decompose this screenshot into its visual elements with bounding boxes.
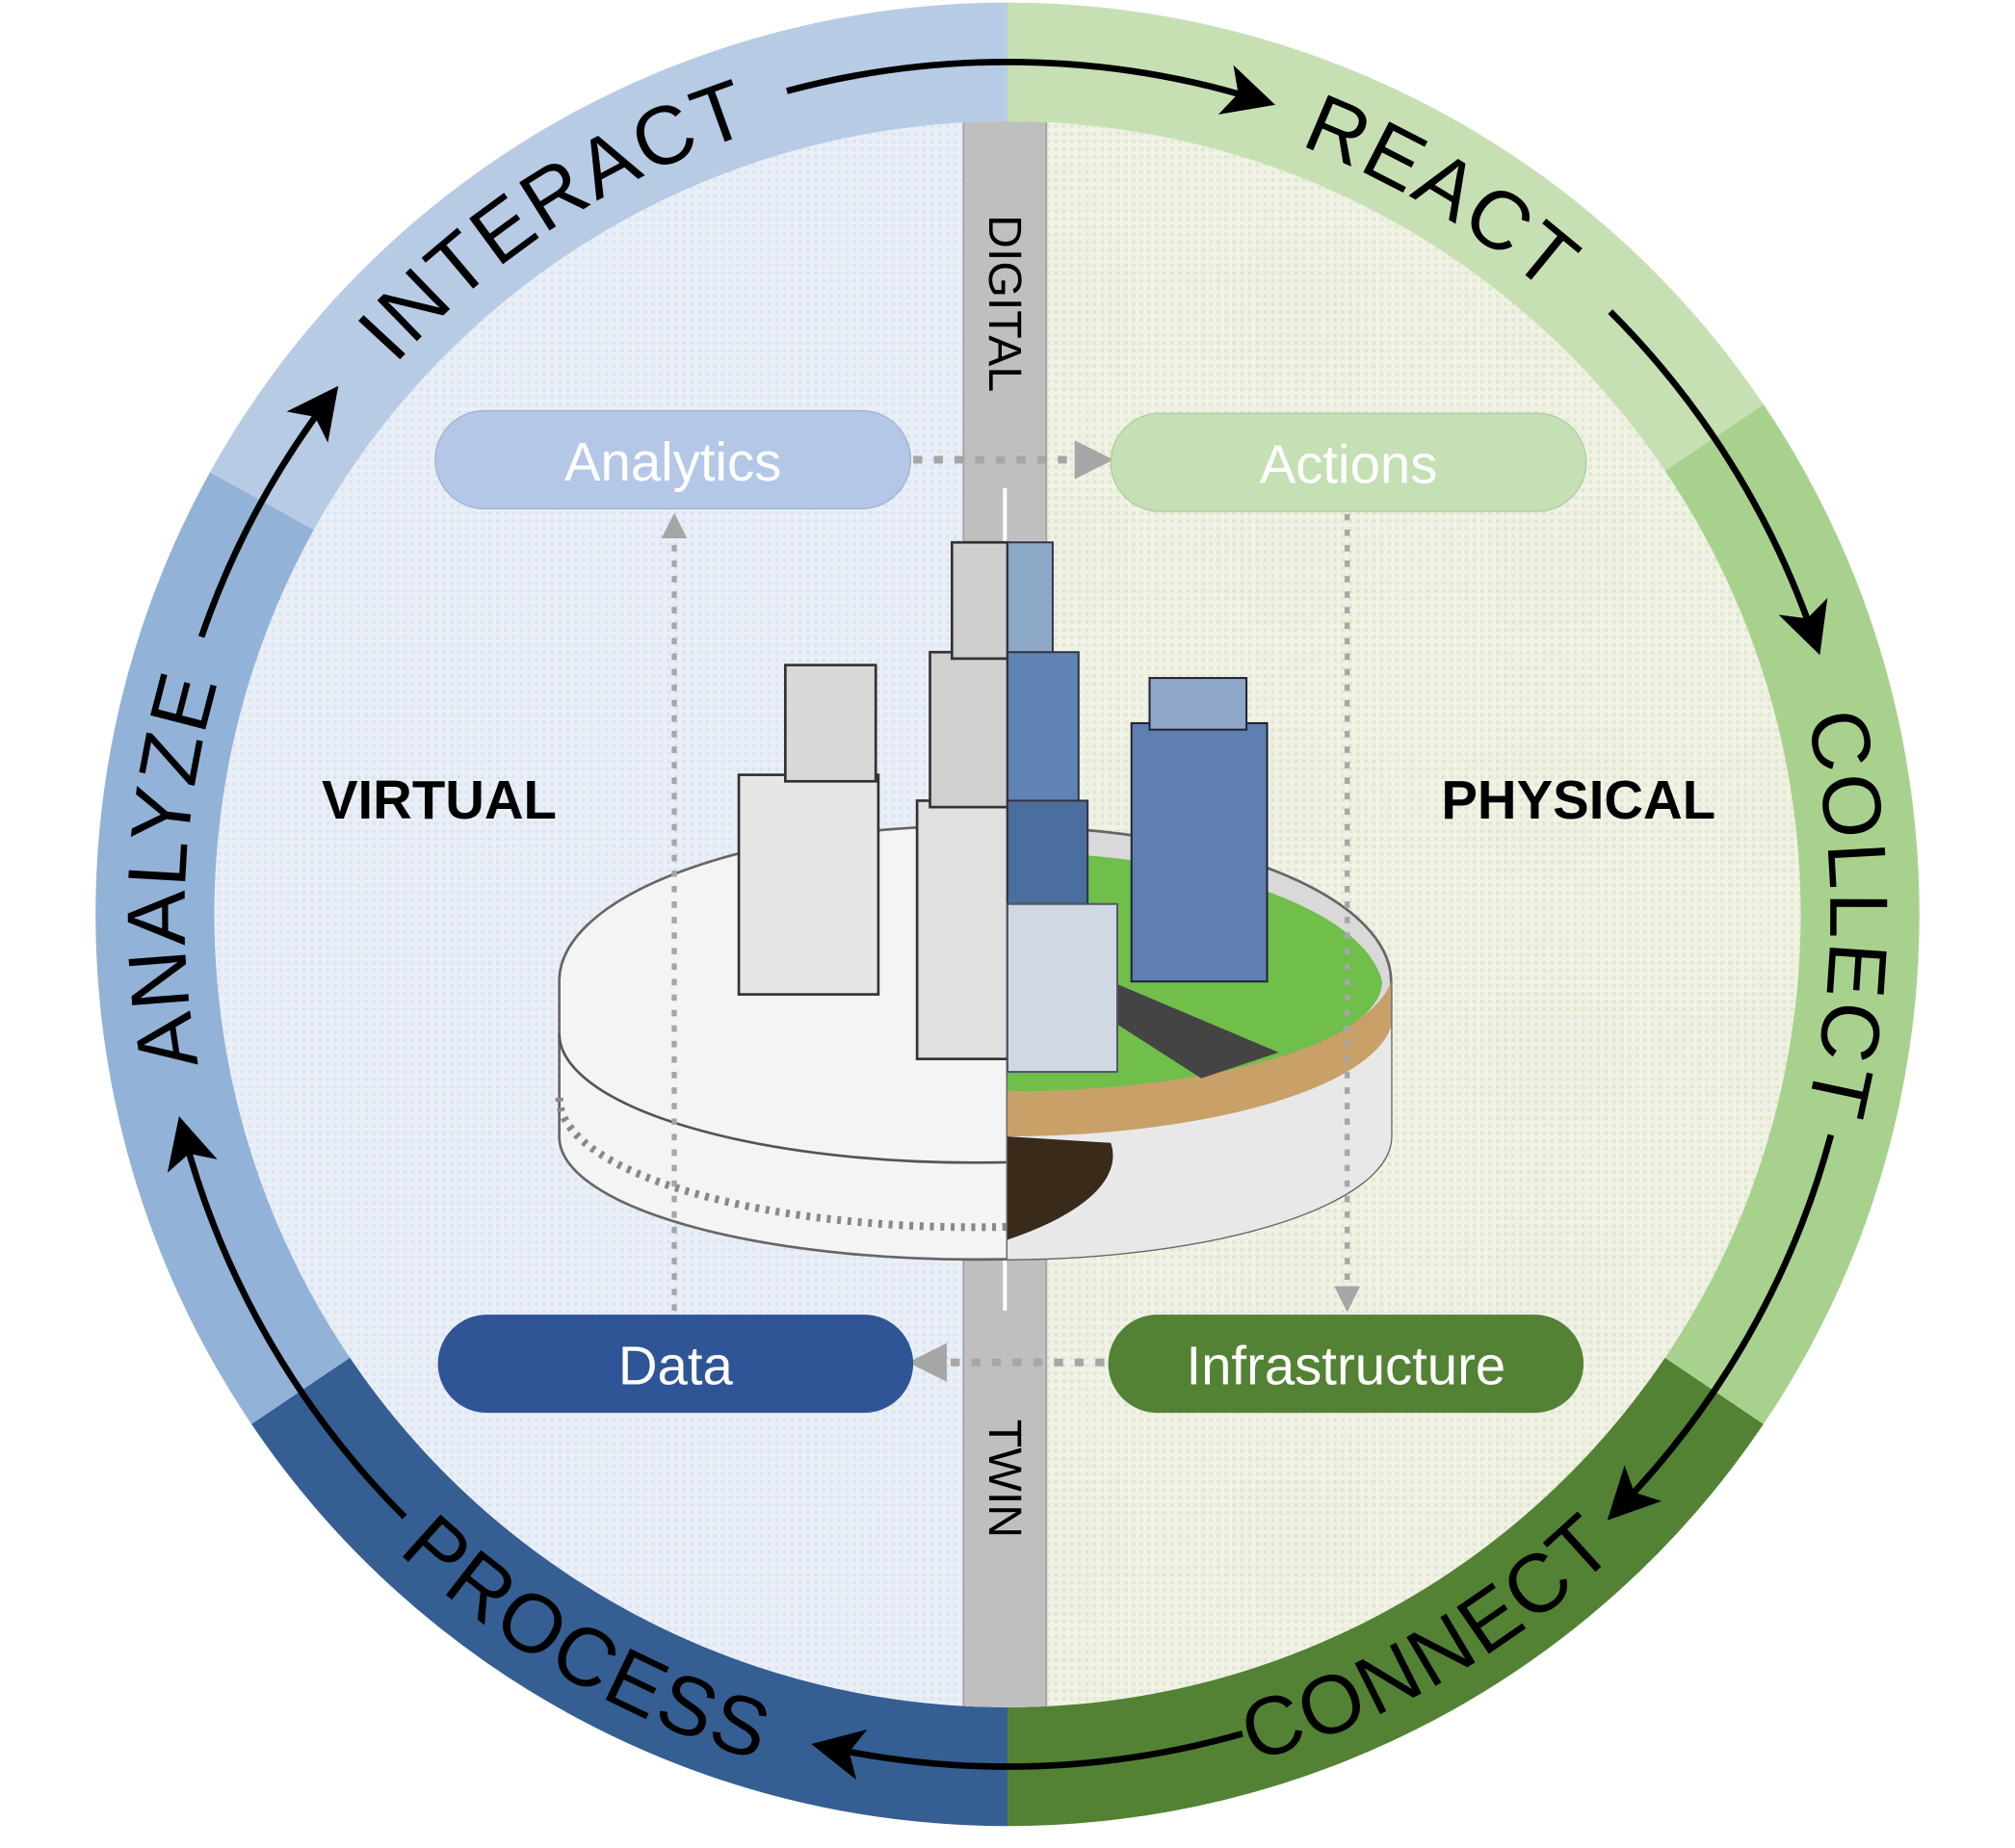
physical-label: PHYSICAL	[1441, 769, 1715, 830]
cycle-ring	[95, 2, 1920, 1827]
virtual-label: VIRTUAL	[322, 769, 557, 830]
cycle-arrow-6	[197, 385, 339, 638]
cycle-arrow-5	[167, 1116, 407, 1520]
node-analytics[interactable]: Analytics	[434, 409, 912, 510]
ring-segment-connect	[1008, 1357, 1764, 1827]
cycle-arrow-3	[1607, 1133, 1835, 1521]
cycle-arrow-2	[1608, 309, 1828, 656]
cycle-arrow-4	[811, 1729, 1243, 1781]
cycle-arrow-1	[786, 59, 1276, 115]
ring-segment-interact	[209, 2, 1008, 531]
node-infrastructure[interactable]: Infrastructure	[1108, 1314, 1584, 1414]
node-actions-label: Actions	[1260, 434, 1438, 495]
city-illustration	[555, 540, 1393, 1262]
band-label-twin: TWIN	[979, 1419, 1031, 1538]
node-data[interactable]: Data	[437, 1314, 914, 1414]
band-label-digital: DIGITAL	[979, 215, 1031, 392]
ring-segment-process	[251, 1357, 1008, 1827]
flow-connectors	[661, 440, 1361, 1382]
ring-segment-react	[1008, 2, 1764, 472]
cycle-arrows	[167, 59, 1835, 1781]
ring-segment-collect	[1664, 404, 1920, 1424]
ring-segment-analyze	[95, 472, 351, 1424]
node-infrastructure-label: Infrastructure	[1186, 1336, 1505, 1396]
node-data-label: Data	[618, 1336, 734, 1396]
node-actions[interactable]: Actions	[1110, 412, 1587, 512]
node-analytics-label: Analytics	[564, 431, 781, 492]
